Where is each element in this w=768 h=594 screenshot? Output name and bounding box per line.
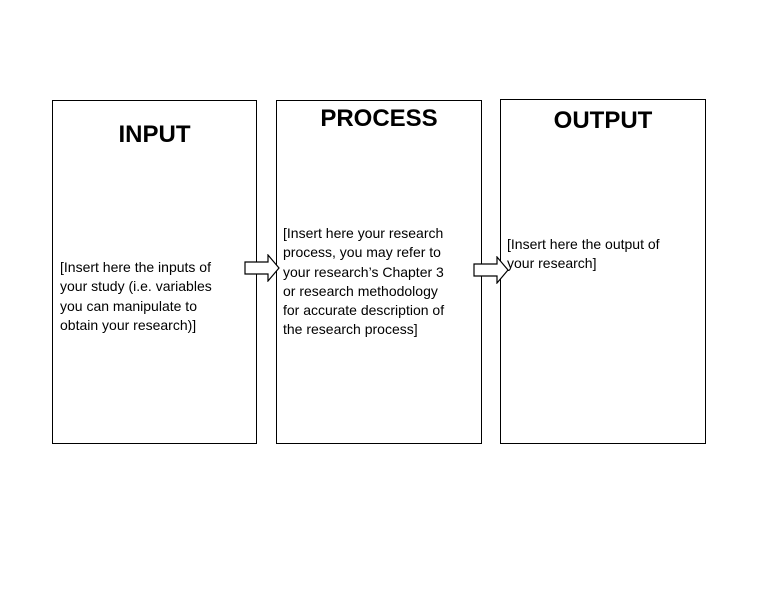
output-description: [Insert here the output of your research… — [507, 236, 660, 272]
input-title: INPUT — [118, 121, 191, 148]
output-title: OUTPUT — [553, 107, 653, 134]
input-box: INPUT [Insert here the inputs of your st… — [52, 100, 257, 444]
process-description: [Insert here your research process, you … — [283, 225, 445, 338]
input-to-process-arrow-icon — [244, 254, 280, 282]
output-box: OUTPUT [Insert here the output of your r… — [500, 99, 706, 444]
process-to-output-arrow-icon — [473, 256, 509, 284]
process-box: PROCESS [Insert here your research proce… — [276, 100, 482, 444]
process-title: PROCESS — [320, 105, 438, 132]
input-description: [Insert here the inputs of your study (i… — [60, 259, 212, 333]
